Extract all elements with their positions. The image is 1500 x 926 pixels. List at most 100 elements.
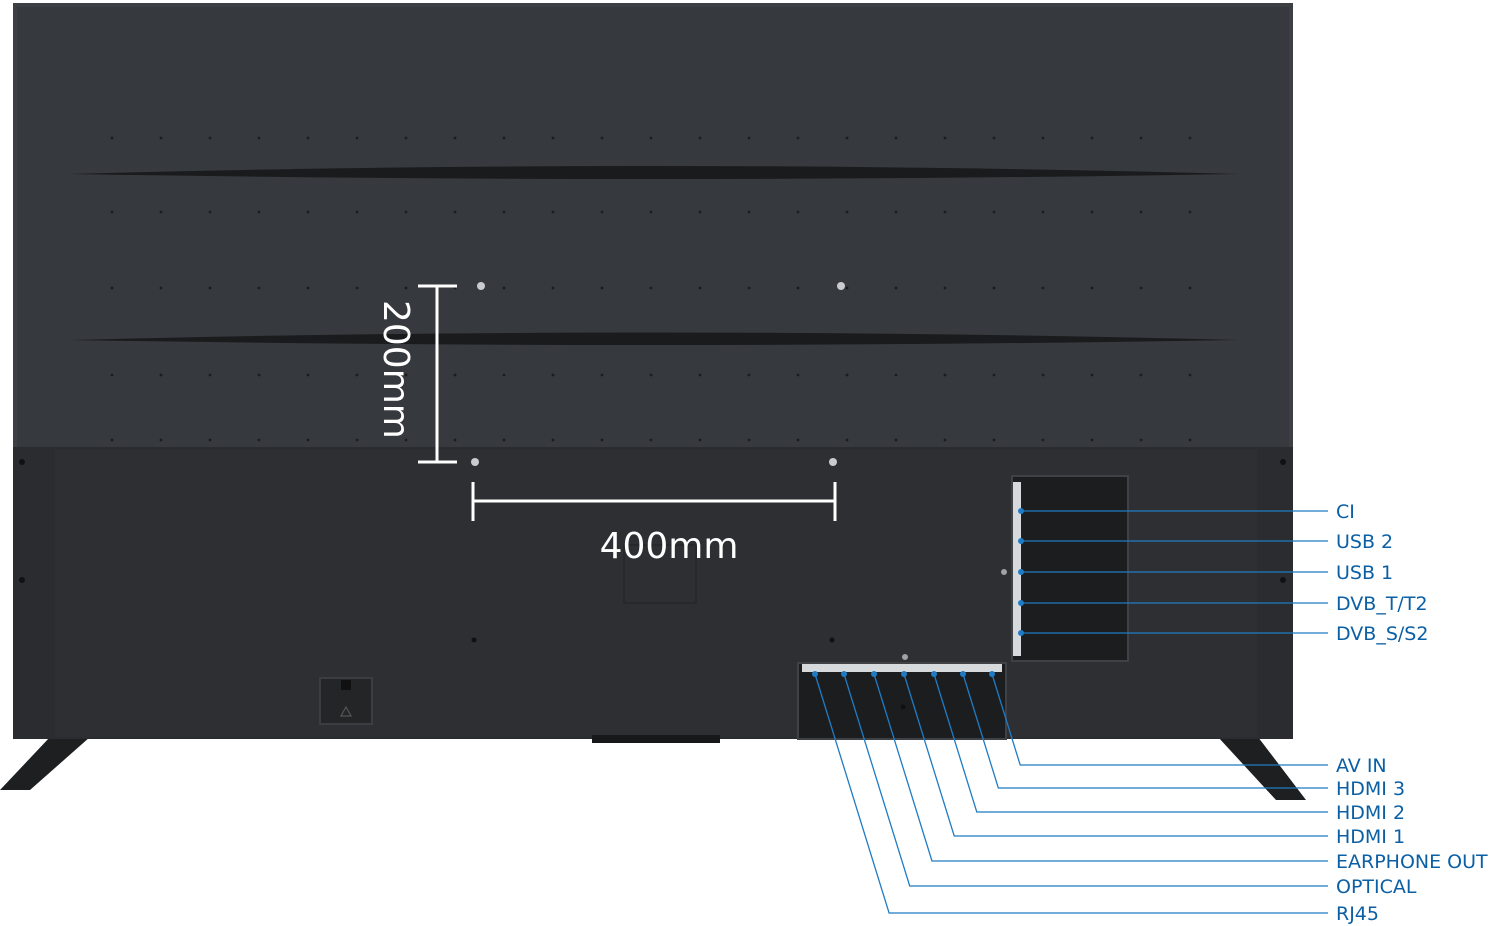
bottom-port-leader (991, 673, 1328, 766)
surface-dot (894, 210, 898, 214)
surface-dot (1041, 286, 1045, 290)
surface-dot (992, 438, 996, 442)
surface-dot (894, 136, 898, 140)
surface-dot (1041, 136, 1045, 140)
surface-dot (306, 286, 310, 290)
bottom-port-label: HDMI 3 (1336, 778, 1405, 800)
bottom-port-leader (843, 673, 1328, 887)
surface-dot (600, 136, 604, 140)
screw (1280, 577, 1286, 583)
surface-dot (502, 286, 506, 290)
screw (1001, 569, 1007, 575)
surface-dot (698, 373, 702, 377)
mount-hole-bottom-right (829, 458, 837, 466)
surface-dot (110, 136, 114, 140)
side-port-label: USB 2 (1336, 531, 1393, 553)
surface-dot (404, 210, 408, 214)
surface-dot (1090, 438, 1094, 442)
warning-icon (339, 705, 353, 717)
surface-dot (453, 210, 457, 214)
surface-dot (1090, 373, 1094, 377)
side-port-label: USB 1 (1336, 562, 1393, 584)
surface-dot (1139, 136, 1143, 140)
screw (1280, 459, 1286, 465)
surface-dot (1188, 373, 1192, 377)
surface-dot (502, 373, 506, 377)
surface-dot (1139, 210, 1143, 214)
surface-dot (943, 438, 947, 442)
surface-dot (159, 210, 163, 214)
surface-dot (1090, 136, 1094, 140)
left-stand (0, 737, 90, 790)
screw (900, 704, 906, 710)
surface-dot (845, 286, 849, 290)
screw (902, 654, 908, 660)
surface-dot (600, 286, 604, 290)
surface-dot (1139, 373, 1143, 377)
bottom-port-label: RJ45 (1336, 903, 1379, 925)
surface-dot (110, 286, 114, 290)
surface-dot (453, 136, 457, 140)
surface-dot (600, 438, 604, 442)
surface-dot (1041, 438, 1045, 442)
surface-dot (747, 286, 751, 290)
bottom-port-label: AV IN (1336, 755, 1387, 777)
bottom-port-label: HDMI 1 (1336, 826, 1405, 848)
surface-dot (698, 210, 702, 214)
surface-dot (992, 136, 996, 140)
surface-dot (257, 286, 261, 290)
surface-dot (355, 373, 359, 377)
screw (19, 577, 25, 583)
surface-dot (502, 210, 506, 214)
bottom-port-leader (962, 673, 1328, 789)
surface-dot (355, 286, 359, 290)
surface-dot (257, 136, 261, 140)
surface-dot (600, 373, 604, 377)
surface-dot (943, 286, 947, 290)
surface-dot (943, 210, 947, 214)
surface-dot (1041, 210, 1045, 214)
surface-dot (453, 438, 457, 442)
side-port-label: CI (1336, 501, 1355, 523)
surface-dot (649, 373, 653, 377)
surface-dot (551, 438, 555, 442)
power-inlet-socket (341, 680, 351, 690)
mount-hole-bottom-left (471, 458, 479, 466)
dimension-horizontal (471, 482, 837, 521)
surface-dot (404, 136, 408, 140)
surface-dot (992, 373, 996, 377)
surface-dot (110, 373, 114, 377)
upper-back-panel (17, 7, 1289, 447)
surface-dot (1090, 286, 1094, 290)
surface-dot (306, 210, 310, 214)
bottom-port-label: OPTICAL (1336, 876, 1417, 898)
surface-dot (747, 438, 751, 442)
surface-dot (159, 373, 163, 377)
surface-dot (796, 373, 800, 377)
surface-dot (355, 438, 359, 442)
surface-dot (208, 136, 212, 140)
dimension-vertical (418, 284, 457, 464)
surface-dot (796, 286, 800, 290)
surface-dot (306, 373, 310, 377)
bottom-io-strip (802, 664, 1002, 672)
surface-dot (404, 373, 408, 377)
surface-dot (208, 210, 212, 214)
surface-dot (355, 210, 359, 214)
center-recess (623, 544, 697, 604)
mount-hole-top-left (477, 282, 485, 290)
surface-dot (747, 210, 751, 214)
surface-dot (208, 438, 212, 442)
surface-dot (1090, 210, 1094, 214)
surface-dot (992, 210, 996, 214)
surface-dot (698, 286, 702, 290)
surface-dot (551, 286, 555, 290)
mount-hole-top-right (837, 282, 845, 290)
surface-dot (747, 136, 751, 140)
surface-dot (404, 438, 408, 442)
bottom-port-leader (814, 673, 1328, 914)
surface-dot (159, 286, 163, 290)
surface-dot (1041, 373, 1045, 377)
